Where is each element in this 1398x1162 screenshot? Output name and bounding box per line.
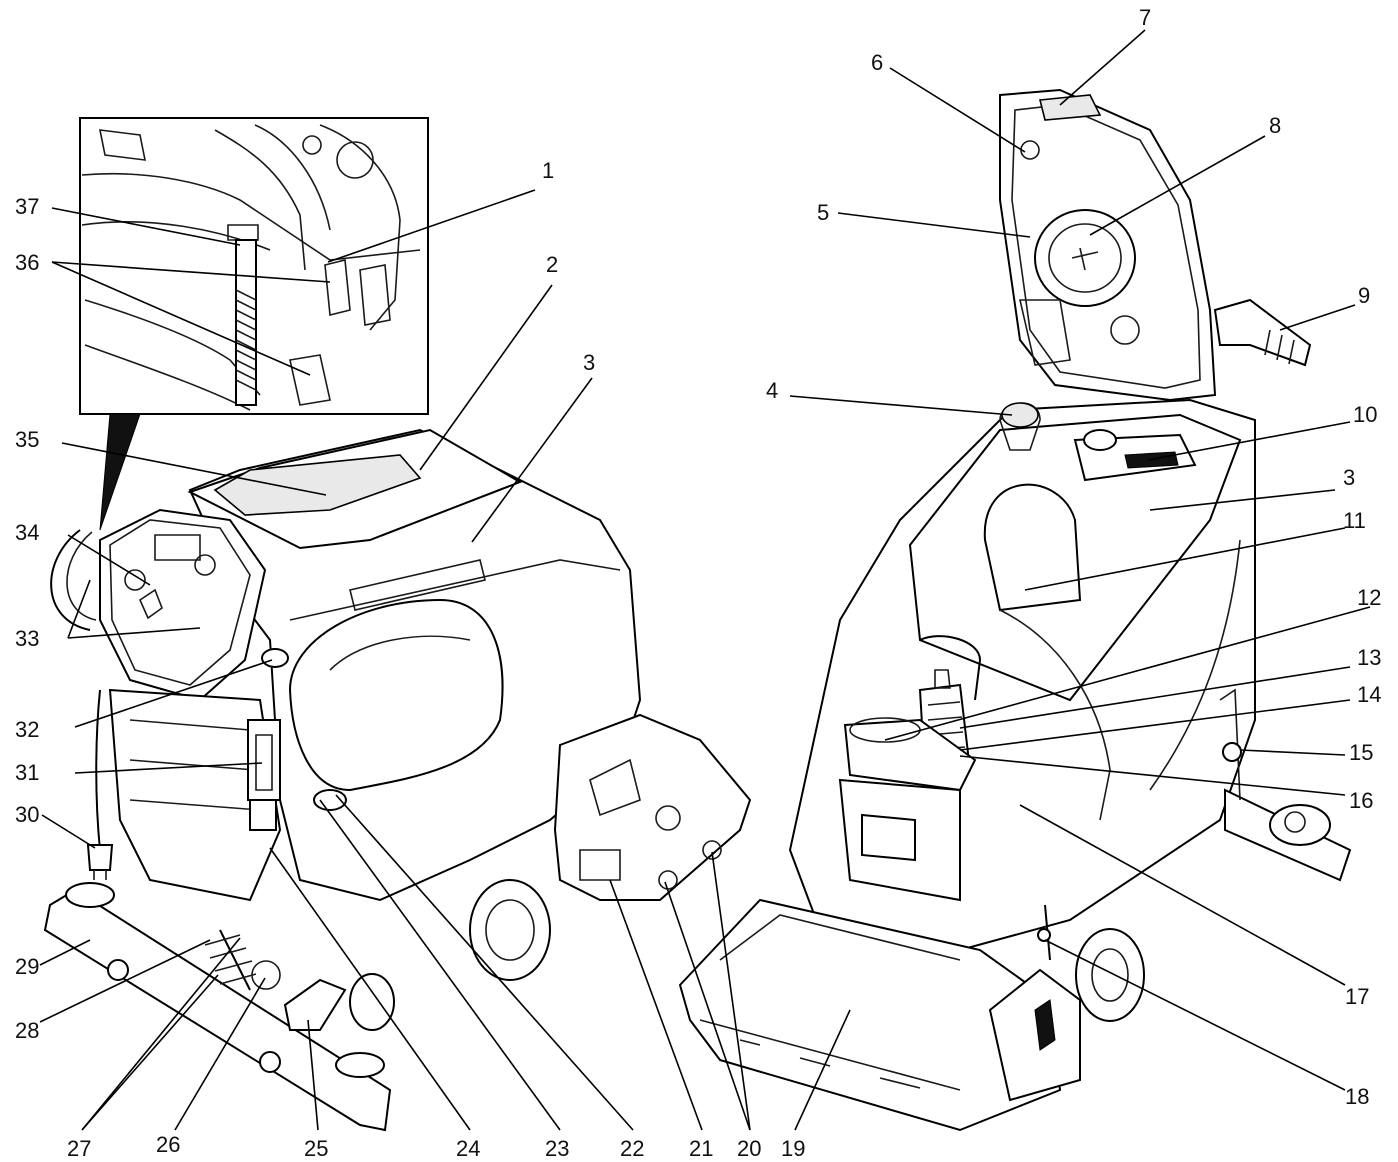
callout-17: 17 — [1345, 984, 1369, 1009]
callout-28: 28 — [15, 1018, 39, 1043]
callout-20: 20 — [737, 1136, 761, 1161]
callout-7: 7 — [1139, 5, 1151, 30]
callout-10: 10 — [1353, 402, 1377, 427]
callout-37: 37 — [15, 194, 39, 219]
callout-5: 5 — [817, 200, 829, 225]
left-machine — [43, 428, 752, 1132]
callout-1: 1 — [542, 158, 554, 183]
right-machine — [678, 88, 1352, 1132]
inset-pointer — [99, 413, 141, 531]
callout-21: 21 — [689, 1136, 713, 1161]
callout-labels: 1 2 3 3 4 5 6 7 8 9 10 11 12 13 14 15 16… — [15, 5, 1381, 1161]
callout-13: 13 — [1357, 645, 1381, 670]
callout-18: 18 — [1345, 1084, 1369, 1109]
callout-8: 8 — [1269, 113, 1281, 138]
callout-34: 34 — [15, 520, 39, 545]
callout-23: 23 — [545, 1136, 569, 1161]
callout-30: 30 — [15, 802, 39, 827]
callout-35: 35 — [15, 427, 39, 452]
callout-15: 15 — [1349, 740, 1373, 765]
callout-27: 27 — [67, 1136, 91, 1161]
callout-26: 26 — [156, 1132, 180, 1157]
callout-12: 12 — [1357, 585, 1381, 610]
callout-3: 3 — [583, 350, 595, 375]
callout-6: 6 — [871, 50, 883, 75]
callout-31: 31 — [15, 760, 39, 785]
callout-29: 29 — [15, 954, 39, 979]
callout-4: 4 — [766, 378, 778, 403]
callout-14: 14 — [1357, 682, 1381, 707]
inset-detail-view — [79, 117, 429, 415]
callout-32: 32 — [15, 717, 39, 742]
callout-36: 36 — [15, 250, 39, 275]
callout-2: 2 — [546, 252, 558, 277]
callout-25: 25 — [304, 1136, 328, 1161]
callout-24: 24 — [456, 1136, 480, 1161]
callout-3-right: 3 — [1343, 465, 1355, 490]
leader-lines — [39, 29, 1371, 1131]
callout-9: 9 — [1358, 283, 1370, 308]
callout-19: 19 — [781, 1136, 805, 1161]
callout-22: 22 — [620, 1136, 644, 1161]
callout-11: 11 — [1343, 508, 1366, 533]
callout-33: 33 — [15, 626, 39, 651]
callout-16: 16 — [1349, 788, 1373, 813]
